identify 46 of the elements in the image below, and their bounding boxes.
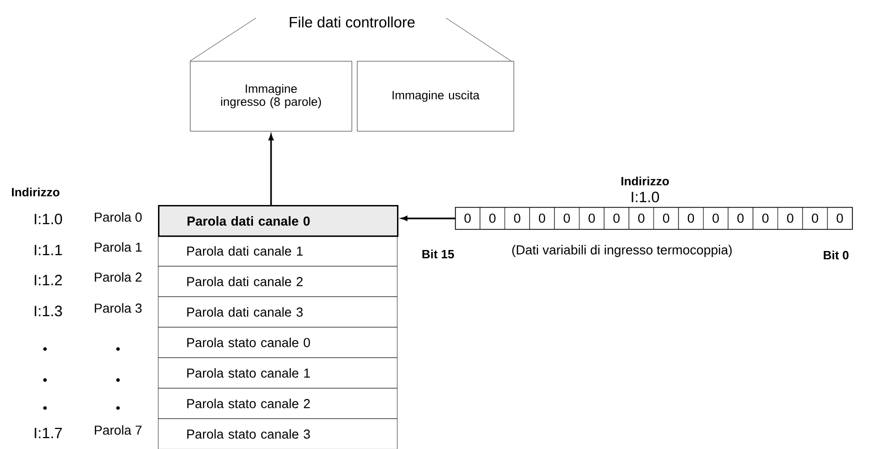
label: Indirizzo — [621, 176, 669, 186]
bit-cell: 0 — [703, 207, 728, 230]
bit-register — [455, 207, 853, 230]
bit-cell: 0 — [480, 207, 505, 230]
table-row: Parola stato canale 0 — [158, 327, 398, 358]
table-row: Parola dati canale 0 — [158, 205, 398, 237]
title: File dati controllore — [290, 16, 415, 28]
bit-cell: 0 — [802, 207, 828, 230]
bit-cell: 0 — [728, 207, 754, 230]
label: I:1.2 — [34, 274, 62, 286]
bit-cell: 0 — [654, 207, 679, 230]
label: Parola 0 — [94, 212, 142, 222]
bit-cell: 0 — [827, 207, 852, 230]
arrow — [268, 134, 274, 205]
label: I:1.0 — [34, 214, 62, 224]
label: Parola 3 — [94, 303, 142, 313]
bit-cell: 0 — [678, 207, 704, 230]
table-row: Parola dati canale 3 — [158, 296, 398, 328]
bit-cell: 0 — [529, 207, 555, 230]
memory-box: Immagine uscita — [357, 61, 514, 132]
label: I:1.0 — [632, 192, 659, 202]
table-row: Parola dati canale 2 — [158, 266, 398, 297]
bit-cell: 0 — [554, 207, 580, 230]
bit-cell: 0 — [628, 207, 654, 230]
bit-cell: 0 — [579, 207, 604, 230]
label: (Dati variabili di ingresso termocoppia) — [512, 244, 732, 258]
bit-cell: 0 — [455, 207, 480, 230]
label: Parola 1 — [94, 242, 142, 252]
table-row: Parola stato canale 3 — [158, 418, 398, 449]
table-row: Parola stato canale 2 — [158, 388, 398, 419]
label: I:1.7 — [34, 428, 62, 438]
label: Bit 15 — [422, 250, 454, 258]
table-row: Parola stato canale 1 — [158, 358, 398, 388]
bit-cell: 0 — [604, 207, 630, 230]
label: Parola 7 — [94, 425, 142, 435]
label: I:1.3 — [34, 306, 62, 316]
label: Indirizzo — [12, 188, 60, 196]
label: I:1.1 — [34, 244, 62, 256]
label: Bit 0 — [824, 250, 848, 260]
bit-cell: 0 — [752, 207, 778, 230]
bit-cell: 0 — [504, 207, 530, 230]
bit-cell: 0 — [778, 207, 803, 230]
table-row: Parola dati canale 1 — [158, 236, 398, 266]
label: Parola 2 — [94, 272, 142, 282]
memory-box: Immagine ingresso (8 parole) — [190, 61, 352, 132]
arrow — [401, 216, 455, 221]
